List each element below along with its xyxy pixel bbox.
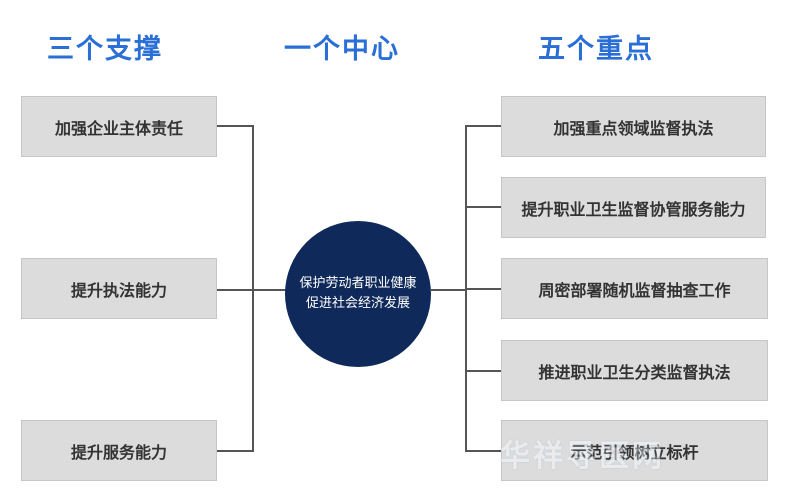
- right-item-random-inspection: 周密部署随机监督抽查工作: [501, 258, 768, 319]
- center-text-line1: 保护劳动者职业健康: [299, 276, 417, 291]
- right-connector-from-center: [431, 289, 467, 291]
- left-connector-top: [217, 125, 253, 127]
- right-connector-3: [465, 288, 501, 290]
- right-item-classified-enforcement: 推进职业卫生分类监督执法: [501, 340, 768, 401]
- left-connector-bottom: [217, 450, 253, 452]
- right-item-demonstration-benchmark: 示范引领树立标杆: [501, 420, 768, 481]
- center-circle: 保护劳动者职业健康 促进社会经济发展: [285, 221, 431, 367]
- left-connector-vertical: [252, 125, 254, 452]
- left-item-service-capacity: 提升服务能力: [21, 420, 217, 481]
- center-text-line2: 促进社会经济发展: [305, 296, 410, 311]
- heading-three-supports: 三个支撑: [47, 34, 163, 65]
- right-connector-1: [465, 125, 501, 127]
- heading-one-center: 一个中心: [284, 34, 400, 65]
- right-item-service-capacity: 提升职业卫生监督协管服务能力: [501, 177, 766, 238]
- heading-five-priorities: 五个重点: [538, 34, 654, 65]
- right-connector-2: [465, 206, 501, 208]
- left-connector-middle: [217, 289, 253, 291]
- right-connector-4: [465, 370, 501, 372]
- left-item-corporate-responsibility: 加强企业主体责任: [21, 96, 217, 157]
- right-item-key-area-enforcement: 加强重点领域监督执法: [501, 96, 766, 157]
- right-connector-5: [465, 450, 501, 452]
- left-connector-to-center: [252, 289, 286, 291]
- left-item-enforcement-capacity: 提升执法能力: [21, 258, 217, 319]
